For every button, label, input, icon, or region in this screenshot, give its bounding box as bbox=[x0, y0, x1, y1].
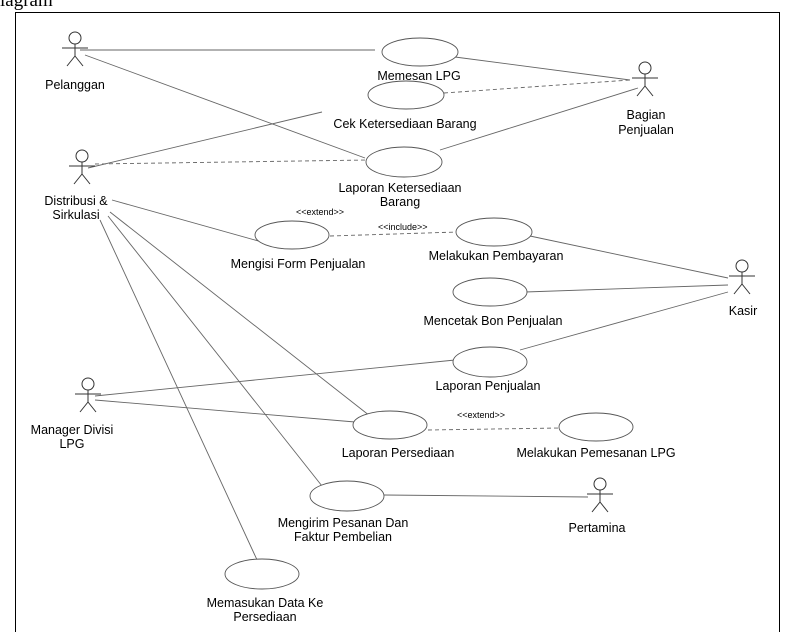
assoc-mencetak-kasir bbox=[524, 284, 729, 293]
stereotype-extend-form: <<extend>> bbox=[296, 207, 344, 217]
usecase-label-laporan-ketersediaan-2: Barang bbox=[380, 195, 420, 209]
usecase-label-melakukan-pembayaran: Melakukan Pembayaran bbox=[429, 249, 564, 263]
assoc-pembayaran-kasir bbox=[529, 235, 729, 279]
usecase-label-mencetak-bon: Mencetak Bon Penjualan bbox=[424, 314, 563, 328]
usecase-mengirim-pesanan bbox=[309, 480, 385, 512]
stereotype-include-pembayaran: <<include>> bbox=[378, 222, 428, 232]
usecase-memesan-lpg bbox=[381, 37, 459, 67]
usecase-label-mengisi-form: Mengisi Form Penjualan bbox=[231, 257, 366, 271]
usecase-label-cek-ketersediaan: Cek Ketersediaan Barang bbox=[333, 117, 476, 131]
actor-distribusi bbox=[69, 149, 95, 185]
diagram-frame bbox=[15, 12, 780, 632]
extend-persediaan-pemesanan bbox=[427, 427, 561, 431]
assoc-memesan-bagian bbox=[454, 56, 631, 81]
associations bbox=[80, 49, 729, 563]
usecase-cek-ketersediaan bbox=[367, 80, 445, 110]
actor-label-pertamina: Pertamina bbox=[569, 521, 626, 535]
actor-manager bbox=[75, 377, 101, 413]
usecase-laporan-persediaan bbox=[352, 410, 428, 440]
usecase-label-laporan-penjualan: Laporan Penjualan bbox=[436, 379, 541, 393]
extend-mengisi-pembayaran bbox=[329, 231, 459, 237]
assoc-distribusi-cek bbox=[87, 111, 323, 169]
usecase-label-mengirim-pesanan-1: Mengirim Pesanan Dan bbox=[278, 516, 409, 530]
usecase-label-laporan-ketersediaan-1: Laporan Ketersediaan bbox=[338, 181, 461, 195]
actor-pertamina bbox=[587, 477, 613, 513]
assoc-distribusi-mengirim bbox=[107, 215, 323, 487]
assoc-manager-laporan-penjualan bbox=[94, 359, 456, 397]
assoc-distribusi-mengisi bbox=[111, 199, 263, 243]
usecase-laporan-ketersediaan bbox=[365, 146, 443, 178]
actor-label-distribusi-1: Distribusi & bbox=[44, 194, 108, 208]
usecase-label-memasukan-data-2: Persediaan bbox=[233, 610, 296, 624]
actor-label-distribusi-2: Sirkulasi bbox=[52, 208, 99, 222]
actor-label-kasir: Kasir bbox=[729, 304, 757, 318]
usecase-laporan-penjualan bbox=[452, 346, 528, 378]
stereotype-extend-pemesanan: <<extend>> bbox=[457, 410, 505, 420]
actor-label-pelanggan: Pelanggan bbox=[45, 78, 105, 92]
assoc-cek-bagian bbox=[443, 79, 631, 94]
figure-caption: iagram bbox=[0, 0, 53, 11]
usecase-label-mengirim-pesanan-2: Faktur Pembelian bbox=[294, 530, 392, 544]
usecase-label-laporan-persediaan: Laporan Persediaan bbox=[342, 446, 455, 460]
assoc-manager-laporan-persediaan bbox=[94, 399, 356, 423]
assoc-distribusi-laporan-persediaan bbox=[109, 211, 371, 417]
assoc-distribusi-laporan-ketersediaan bbox=[94, 159, 369, 165]
usecase-melakukan-pembayaran bbox=[455, 217, 533, 247]
usecase-label-memasukan-data-1: Memasukan Data Ke bbox=[207, 596, 324, 610]
actor-label-manager-2: LPG bbox=[59, 437, 84, 451]
actor-pelanggan bbox=[62, 31, 88, 67]
assoc-laporan-penjualan-kasir bbox=[519, 291, 729, 351]
actor-bagian-penjualan bbox=[632, 61, 658, 97]
actor-label-bagian-2: Penjualan bbox=[618, 123, 674, 137]
usecase-memasukan-data bbox=[224, 558, 300, 590]
usecase-mencetak-bon bbox=[452, 277, 528, 307]
assoc-laporan-ketersediaan-bagian bbox=[439, 87, 639, 151]
usecase-melakukan-pemesanan bbox=[558, 412, 634, 442]
actor-label-manager-1: Manager Divisi bbox=[31, 423, 114, 437]
assoc-distribusi-memasukan bbox=[99, 219, 259, 563]
actor-kasir bbox=[729, 259, 755, 295]
usecase-label-melakukan-pemesanan: Melakukan Pemesanan LPG bbox=[516, 446, 675, 460]
assoc-mengirim-pertamina bbox=[383, 494, 589, 498]
usecase-label-memesan-lpg: Memesan LPG bbox=[377, 69, 460, 83]
assoc-pelanggan-laporan-ketersediaan bbox=[84, 54, 366, 159]
usecase-mengisi-form bbox=[254, 220, 330, 250]
actor-label-bagian-1: Bagian bbox=[627, 108, 666, 122]
